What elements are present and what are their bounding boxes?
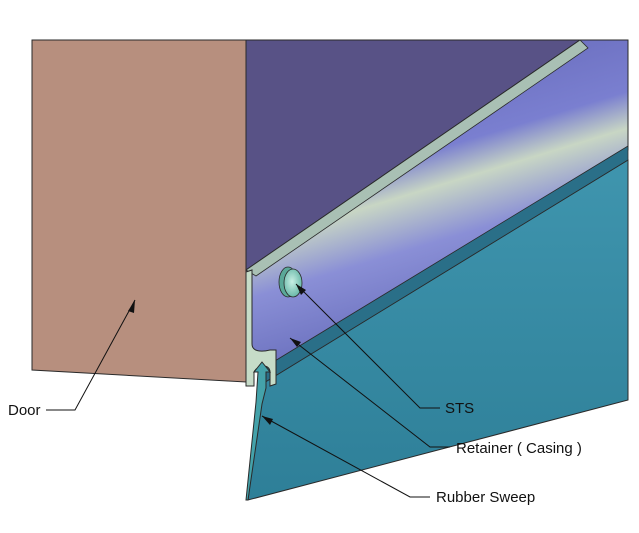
rubber-sweep-leader (261, 415, 430, 498)
retainer-label: Retainer ( Casing ) (456, 440, 582, 457)
rubber-sweep-label: Rubber Sweep (436, 489, 535, 506)
leader-arrowheads (128, 284, 306, 425)
leader-lines (46, 283, 450, 498)
sts-leader (295, 283, 440, 409)
sts-screw (278, 266, 303, 298)
retainer-arrowhead (290, 338, 301, 347)
door-arrowhead (128, 300, 135, 313)
retainer-leader (289, 337, 450, 448)
sts-arrowhead (296, 284, 306, 295)
door-leader (46, 299, 136, 411)
sts-label: STS (445, 400, 474, 417)
door-face (31, 39, 247, 383)
retainer-top-lip (245, 39, 589, 277)
rubber-sweep-profile (245, 361, 272, 501)
door-label: Door (8, 402, 41, 419)
rubber-sweep-arrowhead (262, 416, 273, 425)
